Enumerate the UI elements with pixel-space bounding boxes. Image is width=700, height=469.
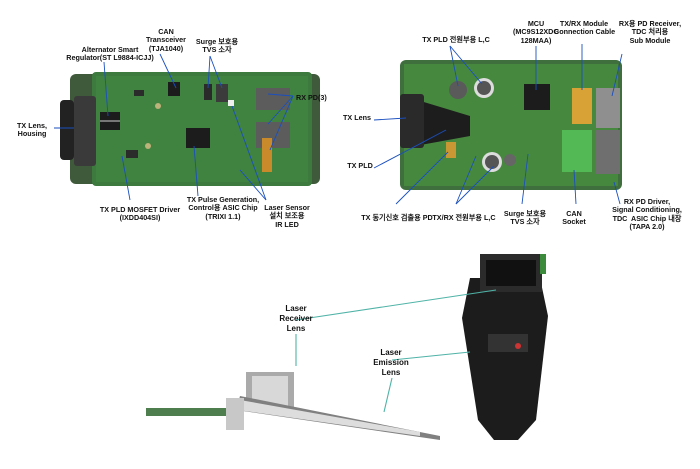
leader-lines-bottom bbox=[295, 289, 497, 413]
label-surge-tvs-right: Surge 보호용 TVS 소자 bbox=[503, 209, 547, 227]
right-pcb-photo bbox=[400, 60, 622, 190]
label-tx-lens-housing: TX Lens, Housing bbox=[17, 121, 47, 139]
label-txrx-module-cable: TX/RX Module Connection Cable bbox=[554, 19, 616, 37]
label-can-transceiver: CAN Transceiver (TJA1040) bbox=[146, 27, 186, 53]
label-laser-receiver-lens: Laser Receiver Lens bbox=[279, 304, 313, 333]
label-rx-pd-receiver: RX용 PD Receiver, TDC 처리용 Sub Module bbox=[618, 19, 682, 45]
label-tx-pld: TX PLD bbox=[347, 161, 373, 170]
label-txrx-lc: TX/RX 전원부용 L,C bbox=[432, 213, 496, 222]
label-alternator-regulator: Alternator Smart Regulator(ST L9884-ICJJ… bbox=[66, 45, 154, 63]
label-tx-pld-lc: TX PLD 전원부용 L,C bbox=[422, 35, 490, 44]
label-rx-pd: RX PD(3) bbox=[296, 93, 327, 102]
label-tx-pulse-asic: TX Pulse Generation, Control용 ASIC Chip … bbox=[186, 195, 260, 221]
module-front-photo bbox=[452, 248, 560, 458]
left-pcb-photo bbox=[60, 72, 320, 186]
label-can-socket: CAN Socket bbox=[562, 209, 586, 227]
module-side-photo bbox=[146, 372, 440, 440]
leader-lines-right bbox=[373, 44, 623, 205]
label-tx-lens: TX Lens bbox=[343, 113, 371, 122]
leader-lines-left bbox=[54, 53, 294, 201]
label-rx-pd-driver: RX PD Driver, Signal Conditioning, TDC A… bbox=[612, 197, 682, 232]
label-tx-sync-pd: TX 동기신호 검출용 PD bbox=[361, 213, 433, 222]
label-surge-tvs-left: Surge 보호용 TVS 소자 bbox=[195, 37, 239, 55]
label-laser-sensor-ir: Laser Sensor 설치 보조용 IR LED bbox=[264, 203, 310, 229]
label-laser-emission-lens: Laser Emission Lens bbox=[373, 348, 409, 377]
label-tx-pld-mosfet: TX PLD MOSFET Driver (IXDD404SI) bbox=[99, 205, 181, 223]
label-mcu: MCU (MC9S12XDG 128MAA) bbox=[513, 19, 559, 45]
